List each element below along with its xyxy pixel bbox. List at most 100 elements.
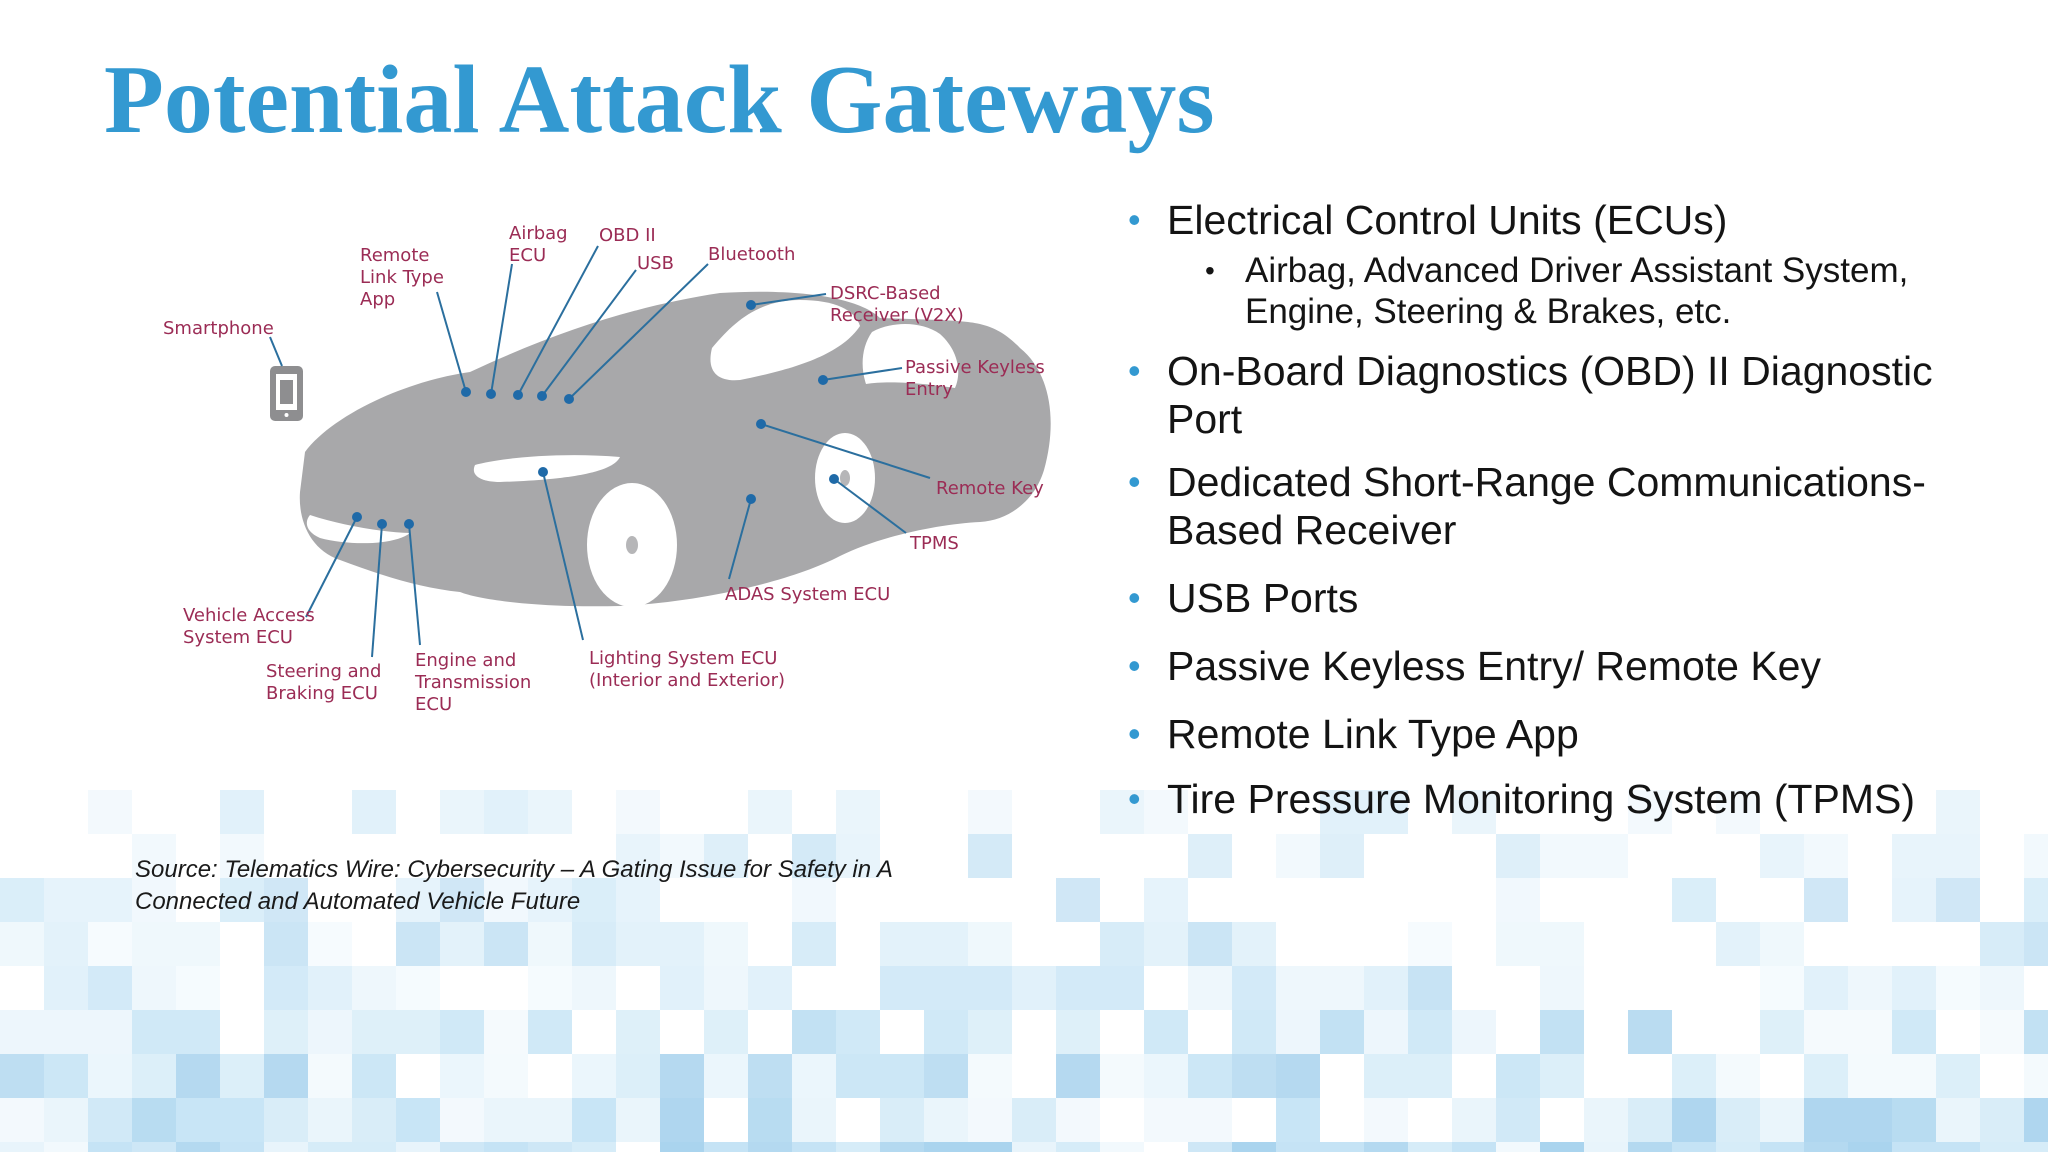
background-tile — [1804, 1054, 1848, 1098]
background-tile — [44, 966, 88, 1010]
leader-dsrc — [750, 293, 827, 306]
background-tile — [1276, 1054, 1320, 1098]
background-tile — [528, 1098, 572, 1142]
background-tile — [0, 878, 44, 922]
leader-airbag — [490, 263, 513, 395]
background-tile — [1804, 1098, 1848, 1142]
background-tile — [1320, 1010, 1364, 1054]
background-tile — [660, 1054, 704, 1098]
diagram-label-line: Remote Key — [936, 478, 1044, 499]
diagram-label-line: ECU — [415, 694, 452, 715]
headlight-slot — [473, 455, 620, 482]
background-tile — [704, 1054, 748, 1098]
background-tile — [440, 1142, 484, 1152]
background-tile — [132, 922, 176, 966]
background-tile — [572, 966, 616, 1010]
background-tile — [220, 834, 264, 878]
background-tile — [1232, 1142, 1276, 1152]
background-tile — [88, 790, 132, 834]
background-tile — [0, 1142, 44, 1152]
background-tile — [132, 1142, 176, 1152]
background-tile — [1804, 1142, 1848, 1152]
bullet-list: Electrical Control Units (ECUs) Airbag, … — [1128, 196, 2008, 823]
background-tile — [836, 1054, 880, 1098]
background-tile — [2024, 878, 2048, 922]
background-tile — [1276, 966, 1320, 1010]
background-tile — [880, 1054, 924, 1098]
diagram-label-line: Passive Keyless — [905, 357, 1045, 378]
leader-engine — [408, 523, 421, 646]
background-tile — [440, 1054, 484, 1098]
background-tile — [1452, 1142, 1496, 1152]
background-tile — [1584, 1142, 1628, 1152]
background-tile — [352, 790, 396, 834]
front-hub — [626, 536, 638, 554]
bullet-dsrc: Dedicated Short-Range Communications-Bas… — [1128, 458, 2008, 554]
background-tile — [132, 1010, 176, 1054]
background-tile — [1936, 878, 1980, 922]
background-tile — [484, 1054, 528, 1098]
diagram-label-line: OBD II — [599, 225, 656, 246]
bullet-usb: USB Ports — [1128, 574, 2008, 622]
background-tile — [264, 1054, 308, 1098]
leader-vehicle-access — [305, 516, 358, 618]
background-tile — [1012, 966, 1056, 1010]
diagram-label-line: Steering and — [266, 661, 381, 682]
slide-title: Potential Attack Gateways — [104, 46, 1215, 154]
background-tile — [1672, 1054, 1716, 1098]
background-tile — [1188, 1098, 1232, 1142]
background-tile — [1584, 1098, 1628, 1142]
background-tile — [1936, 1098, 1980, 1142]
background-tile — [572, 1142, 616, 1152]
label-smartphone: Smartphone — [163, 318, 274, 339]
background-tile — [792, 878, 836, 922]
background-tile — [1936, 834, 1980, 878]
background-tile — [528, 878, 572, 922]
diagram-label-line: Remote — [360, 245, 429, 266]
background-tile — [484, 922, 528, 966]
background-tile — [1892, 834, 1936, 878]
background-tile — [1804, 966, 1848, 1010]
background-tile — [1408, 966, 1452, 1010]
background-tile — [264, 1098, 308, 1142]
background-tile — [1672, 1098, 1716, 1142]
background-tile — [528, 922, 572, 966]
leader-passive-keyless — [822, 367, 903, 381]
background-tile — [660, 922, 704, 966]
point-obd — [513, 390, 523, 400]
background-tile — [880, 1098, 924, 1142]
background-tile — [440, 1010, 484, 1054]
background-tile — [1540, 922, 1584, 966]
background-tile — [44, 922, 88, 966]
background-tile — [44, 1142, 88, 1152]
background-tile — [352, 966, 396, 1010]
background-tile — [660, 1098, 704, 1142]
background-tile — [1188, 834, 1232, 878]
background-tile — [924, 922, 968, 966]
background-tile — [792, 1010, 836, 1054]
background-tile — [1496, 1142, 1540, 1152]
background-tile — [396, 878, 440, 922]
background-tile — [1452, 1010, 1496, 1054]
diagram-label-line: DSRC-Based — [830, 283, 941, 304]
background-tile — [132, 1054, 176, 1098]
bullet-ecus: Electrical Control Units (ECUs) Airbag, … — [1128, 196, 2008, 332]
background-tile — [1760, 1142, 1804, 1152]
background-tile — [1496, 1054, 1540, 1098]
background-tile — [1628, 1010, 1672, 1054]
background-tile — [792, 922, 836, 966]
background-tile — [836, 1142, 880, 1152]
background-tile — [704, 966, 748, 1010]
background-tile — [1716, 1142, 1760, 1152]
background-tile — [1892, 1142, 1936, 1152]
diagram-label-line: Link Type — [360, 267, 444, 288]
background-tile — [308, 1054, 352, 1098]
rear-window — [710, 300, 860, 381]
background-tile — [2024, 922, 2048, 966]
diagram-label-line: Receiver (V2X) — [830, 305, 964, 326]
background-tile — [176, 1054, 220, 1098]
background-tile — [572, 922, 616, 966]
background-tile — [1056, 1098, 1100, 1142]
background-tile — [1936, 1054, 1980, 1098]
